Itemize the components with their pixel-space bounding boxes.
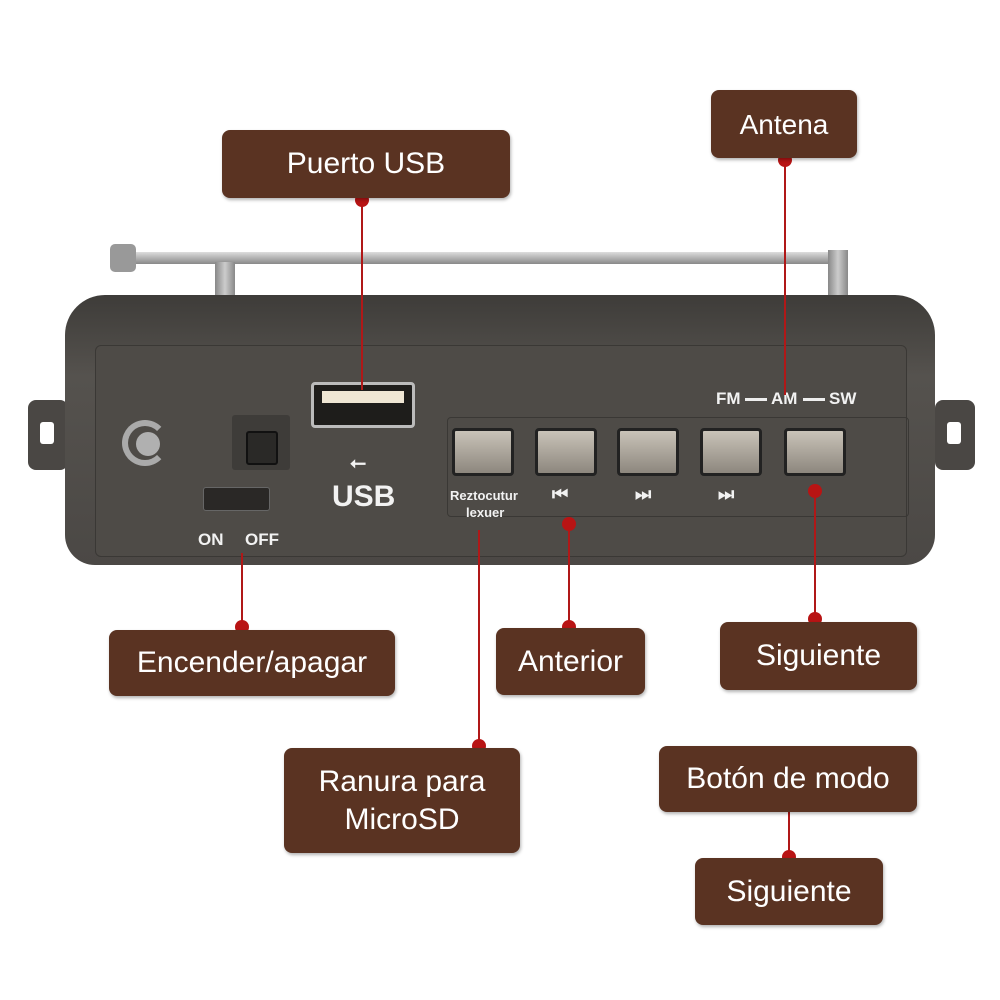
antenna bbox=[112, 252, 847, 264]
band-divider bbox=[803, 398, 825, 401]
next-icon-2: ⏭ bbox=[718, 484, 735, 504]
right-ear bbox=[935, 400, 975, 470]
label-microsd: Ranura para MicroSD bbox=[284, 748, 520, 853]
usb-port bbox=[311, 382, 415, 428]
label-power: Encender/apagar bbox=[109, 630, 395, 696]
dot-previous bbox=[562, 517, 576, 531]
power-switch[interactable] bbox=[203, 487, 270, 511]
antenna-tip bbox=[110, 244, 136, 272]
usb-text: USB bbox=[332, 480, 396, 513]
band-sw: SW bbox=[829, 389, 857, 408]
band-divider bbox=[745, 398, 767, 401]
leader-usb bbox=[361, 200, 363, 390]
label-next-2: Siguiente bbox=[695, 858, 883, 925]
mode-button[interactable] bbox=[784, 428, 846, 476]
band-am: AM bbox=[771, 389, 798, 408]
light-button[interactable] bbox=[136, 432, 160, 456]
leader-microsd bbox=[478, 530, 480, 746]
previous-icon: ⏮ bbox=[552, 484, 569, 504]
play-button[interactable] bbox=[617, 428, 679, 476]
microsd-button[interactable] bbox=[452, 428, 514, 476]
off-label: OFF bbox=[245, 530, 279, 549]
button-label-1b: lexuer bbox=[466, 505, 505, 520]
antenna-post bbox=[828, 250, 848, 300]
next-icon: ⏭ bbox=[635, 484, 652, 504]
antenna-post-left bbox=[215, 262, 235, 298]
leader-antenna bbox=[784, 160, 786, 395]
label-antenna: Antena bbox=[711, 90, 857, 158]
square-button[interactable] bbox=[232, 415, 290, 470]
next-button[interactable] bbox=[700, 428, 762, 476]
label-previous: Anterior bbox=[496, 628, 645, 695]
dot-next bbox=[808, 484, 822, 498]
previous-button[interactable] bbox=[535, 428, 597, 476]
left-ear bbox=[28, 400, 68, 470]
leader-power bbox=[241, 553, 243, 627]
leader-previous bbox=[568, 523, 570, 627]
leader-mode bbox=[788, 812, 790, 857]
usb-icon: ⭠ bbox=[350, 452, 366, 474]
button-panel bbox=[447, 417, 909, 517]
label-mode-button: Botón de modo bbox=[659, 746, 917, 812]
button-label-1: Reztocutur bbox=[450, 488, 518, 503]
light-icon bbox=[122, 420, 168, 466]
band-fm: FM bbox=[716, 389, 741, 408]
leader-next bbox=[814, 491, 816, 619]
label-usb-port: Puerto USB bbox=[222, 130, 510, 198]
label-next: Siguiente bbox=[720, 622, 917, 690]
on-label: ON bbox=[198, 530, 224, 549]
